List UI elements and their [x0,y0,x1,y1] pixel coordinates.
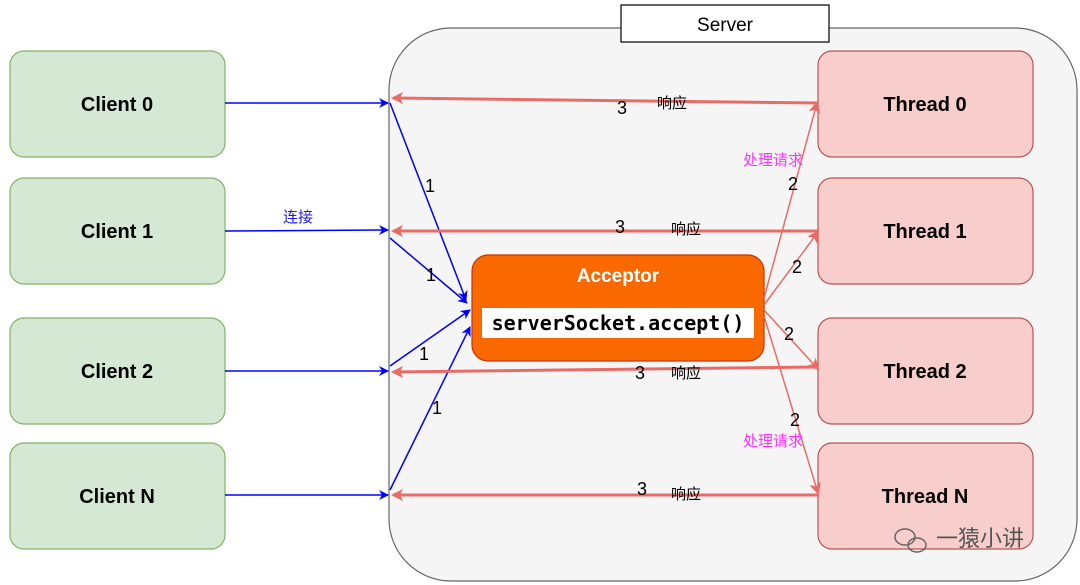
thread-2-label: Thread 2 [883,361,966,383]
handle-request-label-top: 处理请求 [743,152,803,169]
dispatch-arrow-0 [763,101,821,299]
response-label-1: 响应 [671,220,701,238]
step3-label-2: 3 [635,363,645,383]
step1-label-0: 1 [425,176,435,196]
watermark-text: 一猿小讲 [936,526,1024,551]
step2-label-0: 2 [788,174,798,194]
accept-arrow-2 [389,309,471,367]
step3-label-0: 3 [617,98,627,118]
step1-label-2: 1 [419,344,429,364]
thread-0: Thread 0 [817,50,1034,158]
server-label-box [620,4,830,43]
step3-label-n: 3 [637,479,647,499]
accept-arrow-0 [389,102,468,301]
accept-arrow-1 [389,237,468,304]
step3-label-1: 3 [615,217,625,237]
response-arrow-0 [391,92,819,105]
dispatch-arrow-1 [763,230,820,306]
client-n: Client N [9,442,226,550]
response-label-0: 响应 [657,94,687,112]
wechat-icon [894,528,927,553]
step1-label-1: 1 [426,265,436,285]
connect-label: 连接 [283,209,313,226]
step2-label-n: 2 [790,410,800,430]
response-arrow-2 [391,365,819,378]
thread-2: Thread 2 [817,317,1034,425]
client-0-label: Client 0 [81,94,153,116]
client-0: Client 0 [9,50,226,158]
response-label-n: 响应 [671,485,701,503]
client-2: Client 2 [9,317,226,425]
dispatch-arrow-2 [763,309,820,371]
acceptor-title: Acceptor [577,266,660,287]
step2-label-2: 2 [784,324,794,344]
accept-arrow-n [389,326,471,491]
wechat-watermark: 一猿小讲 [894,526,1024,553]
acceptor-code-bg [482,308,754,338]
handle-request-label-bottom: 处理请求 [743,433,803,450]
client-2-label: Client 2 [81,361,153,383]
thread-1: Thread 1 [817,177,1034,285]
connect-arrow-client-1 [224,225,389,236]
response-label-2: 响应 [671,364,701,382]
client-1: Client 1 [9,177,226,285]
thread-0-label: Thread 0 [883,94,966,116]
server-label: Server [697,15,754,36]
thread-n-label: Thread N [882,486,969,508]
step1-label-n: 1 [432,398,442,418]
client-1-label: Client 1 [81,221,153,243]
step2-label-1: 2 [792,257,802,277]
thread-1-label: Thread 1 [883,221,966,243]
client-n-label: Client N [79,486,155,508]
acceptor-box: Acceptor serverSocket.accept() [471,254,765,362]
acceptor-code: serverSocket.accept() [492,311,745,335]
dispatch-arrow-n [763,315,821,495]
